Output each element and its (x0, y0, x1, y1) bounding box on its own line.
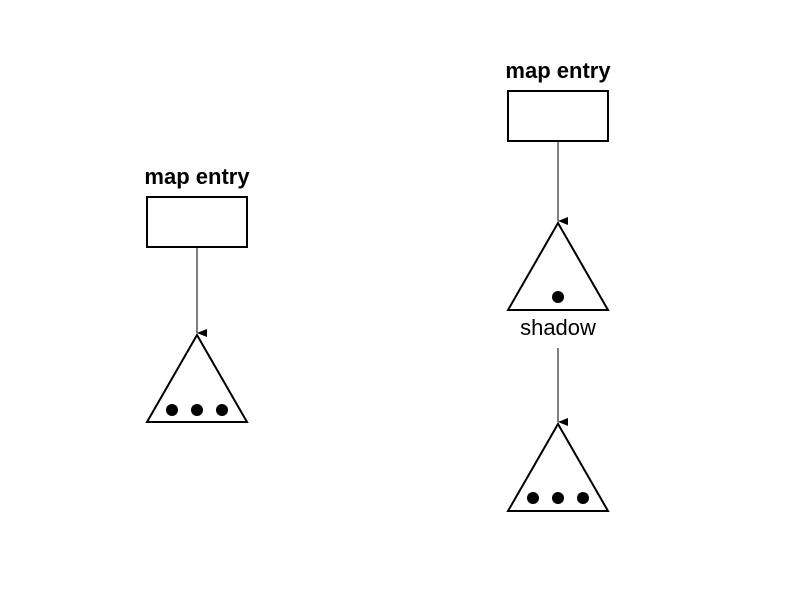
right-map-entry-box (507, 90, 609, 142)
right-memory-object-triangle (506, 421, 610, 512)
left-memory-object-triangle (145, 332, 249, 423)
left-mapping-group: map entry (144, 164, 250, 423)
shadow-object-triangle (506, 220, 610, 311)
page-dot (216, 404, 228, 416)
right-mapping-group: map entry shadow (505, 58, 611, 512)
left-map-entry-label: map entry (144, 164, 250, 189)
page-dot (166, 404, 178, 416)
left-map-entry-box (146, 196, 248, 248)
shadow-label: shadow (520, 315, 596, 340)
right-object-dots (527, 492, 589, 504)
page-dot (527, 492, 539, 504)
left-object-dots (166, 404, 228, 416)
shadow-page-dot (552, 291, 564, 303)
page-dot (191, 404, 203, 416)
right-map-entry-label: map entry (505, 58, 611, 83)
page-dot (577, 492, 589, 504)
page-dot (552, 492, 564, 504)
